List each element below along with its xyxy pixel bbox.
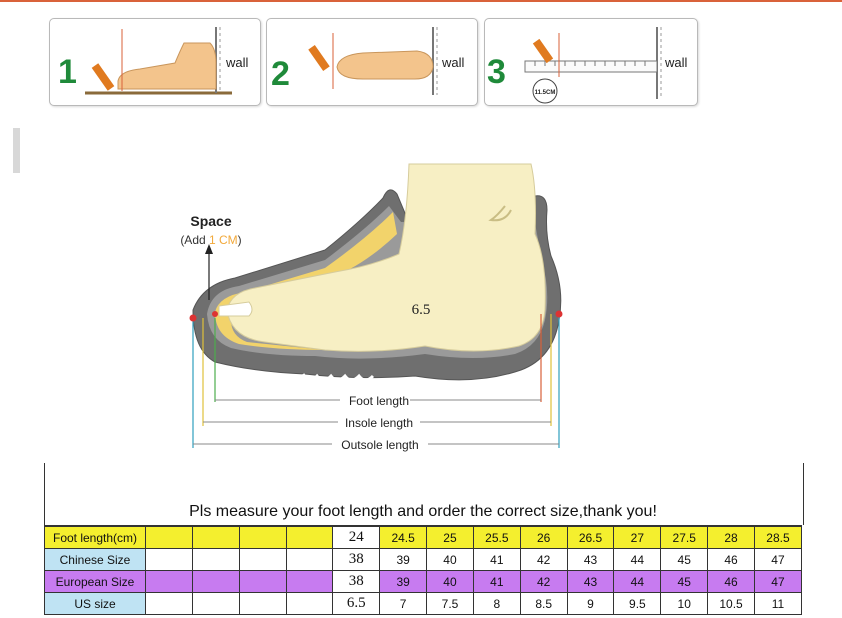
- add-space-note: (Add 1 CM): [180, 233, 241, 247]
- step-2-wall-label: wall: [441, 55, 465, 70]
- step-1-number: 1: [58, 53, 77, 91]
- table-row-chinese-size: Chinese Size 38 39 40 41 42 43 44 45 46 …: [44, 548, 803, 571]
- step-2-illustration: 2 wall: [271, 27, 465, 95]
- table-cell: 26.5: [566, 526, 615, 549]
- row-label: European Size: [44, 570, 146, 593]
- table-cell: 41: [472, 570, 521, 593]
- top-rule: [0, 0, 842, 2]
- table-cell: 24.5: [379, 526, 428, 549]
- table-cell: 26: [519, 526, 568, 549]
- table-cell: 8.5: [519, 592, 568, 615]
- diagram-center-value: 6.5: [412, 302, 431, 318]
- step-2-panel: 2 wall: [266, 18, 478, 106]
- table-cell: 7.5: [426, 592, 474, 615]
- table-cell: 44: [613, 548, 662, 571]
- table-cell: 6.5: [332, 592, 381, 615]
- table-row-us-size: US size 6.5 7 7.5 8 8.5 9 9.5 10 10.5 11: [44, 592, 803, 615]
- table-cell: 41: [472, 548, 521, 571]
- space-label: Space: [190, 213, 231, 229]
- step-2-number: 2: [271, 55, 290, 93]
- table-cell: 47: [753, 548, 803, 571]
- row-label: Foot length(cm): [44, 526, 146, 549]
- step-3-measure-label: 11.5CM: [535, 90, 556, 96]
- foot: [226, 163, 546, 352]
- table-cell: 44: [613, 570, 662, 593]
- table-cell: 10.5: [707, 592, 755, 615]
- table-cell: 47: [753, 570, 803, 593]
- table-cell: 10: [660, 592, 709, 615]
- step-3-panel: 3 11.5CM wall: [484, 18, 698, 106]
- table-cell: 42: [519, 570, 568, 593]
- insole-length-label: Insole length: [345, 416, 413, 430]
- size-chart: Pls measure your foot length and order t…: [44, 463, 804, 618]
- step-3-number: 3: [487, 53, 506, 91]
- table-cell: 28: [707, 526, 755, 549]
- table-cell: 40: [426, 570, 474, 593]
- table-cell: 38: [332, 570, 381, 593]
- table-cell: 25.5: [472, 526, 521, 549]
- step-3-illustration: 3 11.5CM wall: [487, 27, 688, 104]
- table-cell: 27: [613, 526, 662, 549]
- table-cell: 38: [332, 548, 381, 571]
- table-cell: 43: [566, 570, 615, 593]
- outsole-length-label: Outsole length: [341, 438, 418, 452]
- table-cell: 39: [379, 570, 428, 593]
- table-cell: 45: [660, 548, 709, 571]
- foot-length-label: Foot length: [349, 394, 409, 408]
- shoe-measurement-diagram: Space (Add 1 CM) 6.5 Foot length Insole …: [180, 163, 563, 452]
- table-cell: 46: [707, 570, 755, 593]
- table-row-foot-length: Foot length(cm) 24 24.5 25 25.5 26 26.5 …: [44, 526, 803, 549]
- table-cell: 9.5: [613, 592, 662, 615]
- table-cell: 46: [707, 548, 755, 571]
- table-cell: 27.5: [660, 526, 709, 549]
- left-edge-tab: [13, 128, 20, 173]
- table-cell: 43: [566, 548, 615, 571]
- table-cell: 39: [379, 548, 428, 571]
- row-label: Chinese Size: [44, 548, 146, 571]
- table-cell: 24: [332, 526, 381, 549]
- table-cell: 40: [426, 548, 474, 571]
- step-1-wall-label: wall: [225, 55, 249, 70]
- table-cell: 42: [519, 548, 568, 571]
- step-1-panel: 1 wall: [49, 18, 261, 106]
- ankle-bone: [488, 205, 512, 222]
- sole-tread: [301, 373, 375, 382]
- table-cell: 28.5: [753, 526, 803, 549]
- size-chart-header: [44, 463, 804, 525]
- size-chart-title: Pls measure your foot length and order t…: [189, 503, 657, 520]
- table-cell: 25: [426, 526, 474, 549]
- size-table: Foot length(cm) 24 24.5 25 25.5 26 26.5 …: [44, 526, 803, 615]
- row-label: US size: [44, 592, 146, 615]
- step-3-wall-label: wall: [664, 55, 688, 70]
- table-row-european-size: European Size 38 39 40 41 42 43 44 45 46…: [44, 570, 803, 593]
- table-cell: 11: [753, 592, 803, 615]
- toe-tip: [218, 301, 253, 317]
- table-cell: 8: [472, 592, 521, 615]
- table-cell: 7: [379, 592, 428, 615]
- table-cell: 45: [660, 570, 709, 593]
- table-cell: 9: [566, 592, 615, 615]
- size-chart-header-rule: [44, 525, 802, 526]
- step-1-illustration: 1 wall: [58, 27, 249, 95]
